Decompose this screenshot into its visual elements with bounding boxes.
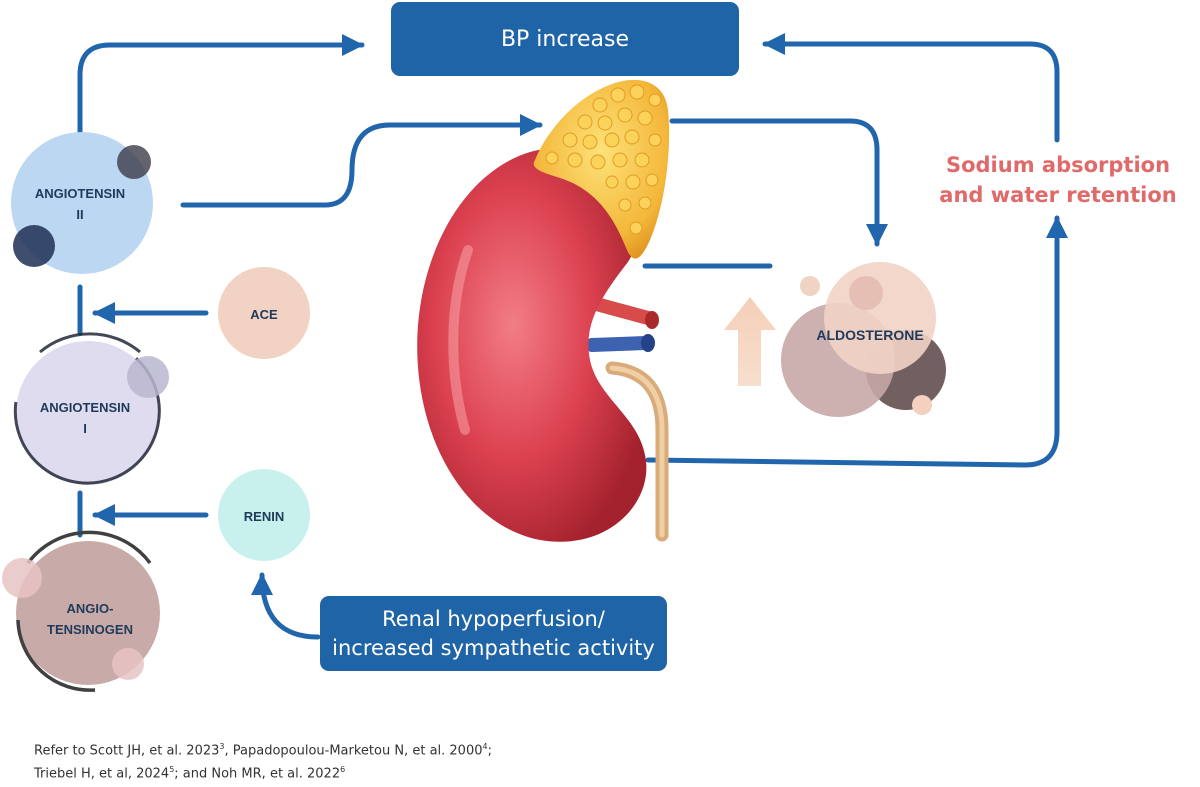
kidney-illustration — [417, 79, 670, 542]
angiotensin-i-label-line1: ANGIOTENSIN — [39, 400, 131, 415]
decor-bubble-pink — [2, 558, 42, 598]
ace-node — [218, 267, 310, 359]
reference-sup4: 6 — [340, 765, 346, 775]
renal-artery — [593, 298, 655, 325]
angiotensin-i-label-line2: I — [83, 421, 87, 436]
angiotensinogen-label-line2: TENSINOGEN — [47, 622, 133, 637]
reference-sup1: 3 — [219, 742, 225, 751]
arrow-angiotensin-to-bp — [77, 34, 365, 143]
angiotensinogen-label: ANGIO- TENSINOGEN — [30, 598, 150, 640]
aldosterone-node — [781, 262, 946, 417]
bp-increase-box: BP increase — [391, 2, 739, 76]
reference-part3: ; Triebel H, et al, 2024 — [34, 743, 492, 782]
arrow-sodium-to-bp — [762, 33, 1060, 143]
arrow-adrenal-to-aldosterone — [669, 118, 888, 247]
angiotensinogen-label-line1: ANGIO- — [66, 601, 114, 616]
renin-label: RENIN — [243, 509, 285, 524]
reference-part2: , Papadopoulou-Marketou N, et al. 2000 — [224, 743, 483, 759]
reference-part1: Refer to Scott JH, et al. 2023 — [34, 743, 220, 759]
renal-vein — [585, 336, 653, 352]
decor-bubble-navy — [13, 225, 55, 267]
renal-hypoperfusion-line2: increased sympathetic activity — [332, 635, 655, 660]
bp-increase-label: BP increase — [500, 26, 630, 52]
angiotensin-ii-label: ANGIOTENSIN II — [20, 183, 140, 225]
reference-part4: ; and Noh MR, et al. 2022 — [174, 766, 341, 782]
renal-hypoperfusion-line1: Renal hypoperfusion/ — [382, 606, 605, 631]
renin-node — [218, 469, 310, 561]
angiotensin-ii-node — [11, 132, 153, 274]
decor-bubble-dark — [117, 145, 151, 179]
line-kidney-to-sodium — [645, 215, 1068, 468]
angiotensin-i-node — [13, 332, 169, 485]
reference-sup3: 5 — [169, 765, 175, 775]
connectors — [77, 33, 1068, 640]
references-text: Refer to Scott JH, et al. 20233, Papadop… — [34, 737, 504, 784]
arrow-angiotensin-to-adrenal — [180, 114, 543, 208]
sodium-absorption-line1: Sodium absorption — [945, 153, 1171, 177]
angiotensinogen-node — [2, 530, 160, 692]
sodium-absorption-label: Sodium absorption and water retention — [938, 150, 1178, 210]
ace-label: ACE — [250, 307, 278, 322]
angiotensin-i-label: ANGIOTENSIN I — [25, 397, 145, 439]
adrenal-gland-illustration — [533, 79, 670, 259]
reference-sup2: 4 — [482, 742, 488, 751]
decor-bubble-pink-small — [112, 648, 144, 680]
decor-bubble-lavender — [127, 356, 169, 398]
angiotensin-ii-label-line2: II — [76, 207, 84, 222]
arrow-hypoperfusion-to-renin — [251, 572, 321, 640]
angiotensin-ii-label-line1: ANGIOTENSIN — [34, 186, 126, 201]
sodium-absorption-line2: and water retention — [939, 183, 1177, 207]
kidney-body — [417, 147, 647, 542]
up-arrow-icon — [724, 297, 776, 386]
aldosterone-label: ALDOSTERONE — [816, 327, 924, 343]
renal-hypoperfusion-box: Renal hypoperfusion/ increased sympathet… — [320, 596, 667, 671]
